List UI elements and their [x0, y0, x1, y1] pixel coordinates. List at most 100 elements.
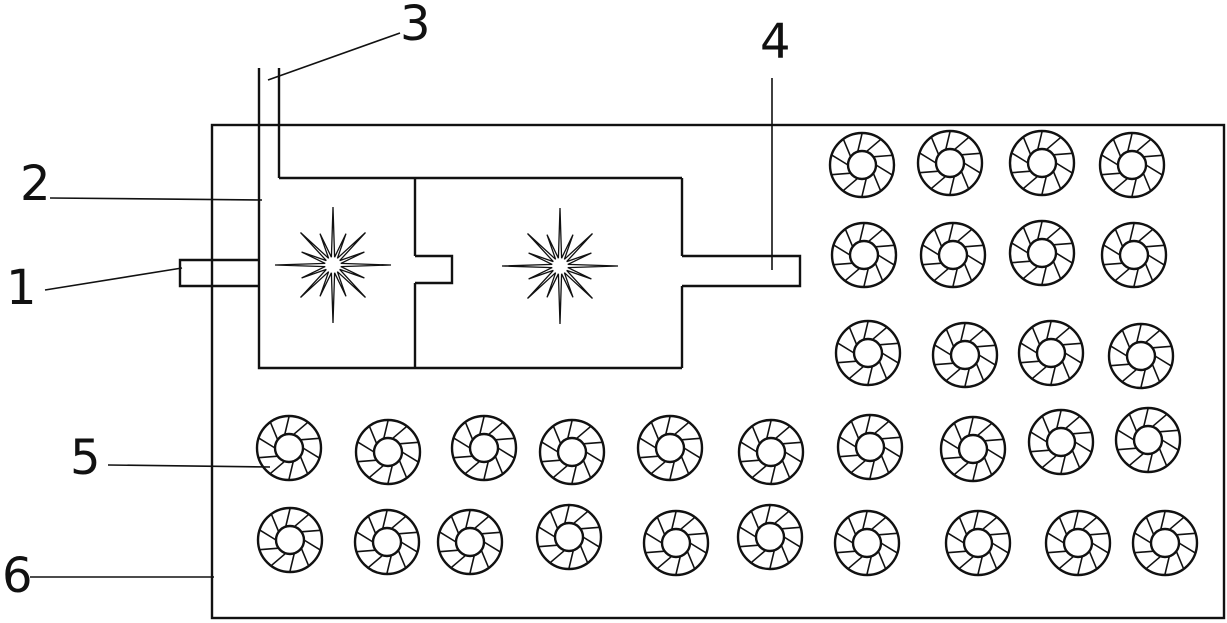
- ring-outer: [916, 129, 984, 197]
- ring-segment: [942, 438, 960, 450]
- ring-segment: [842, 177, 859, 192]
- ring-inner: [1026, 237, 1058, 269]
- segmented-ring-icon: [916, 129, 984, 197]
- ring-segment: [880, 454, 890, 474]
- ring-segment: [1047, 550, 1067, 554]
- ring-segment: [953, 136, 970, 151]
- outlet-channel: [682, 254, 802, 288]
- ring-segment: [579, 544, 589, 564]
- ring-inner: [1026, 147, 1058, 179]
- ring-segment: [930, 136, 940, 156]
- inlet-channel: [178, 258, 259, 288]
- ring-segment: [847, 516, 857, 536]
- ring-segment: [881, 352, 899, 364]
- segmented-ring-icon: [737, 418, 805, 486]
- ring-segment: [497, 447, 515, 459]
- ring-segment: [751, 464, 768, 479]
- ring-segment: [883, 446, 901, 458]
- ring-segment: [879, 342, 899, 346]
- ring-outer: [1098, 131, 1166, 199]
- ring-segment: [880, 542, 898, 554]
- ring-segment: [1151, 413, 1168, 428]
- ring-segment: [1022, 175, 1039, 190]
- ring-segment: [566, 419, 573, 439]
- ring-segment: [1112, 138, 1122, 158]
- ring-segment: [675, 556, 682, 576]
- segmented-ring-icon: [1044, 509, 1112, 577]
- ring-segment: [464, 460, 481, 475]
- ring-segment: [945, 367, 962, 382]
- ring-segment: [837, 342, 855, 354]
- ring-segment: [1137, 228, 1154, 243]
- leader-line-3: [267, 32, 401, 81]
- ring-segment: [398, 459, 408, 479]
- ring-segment: [1011, 242, 1029, 254]
- ring-segment: [873, 420, 890, 435]
- ring-segment: [258, 437, 276, 449]
- ring-segment: [680, 455, 690, 475]
- segmented-ring-icon: [256, 506, 324, 574]
- ring-segment: [1117, 447, 1137, 451]
- ring-segment: [1117, 429, 1135, 441]
- ring-segment: [958, 555, 975, 570]
- ring-inner: [848, 239, 880, 271]
- ring-segment: [864, 414, 871, 434]
- ring-segment: [933, 228, 943, 248]
- ring-segment: [1050, 366, 1057, 386]
- ring-segment: [947, 532, 965, 544]
- ring-inner: [654, 432, 686, 464]
- ring-segment: [549, 549, 566, 564]
- ring-segment: [831, 172, 851, 176]
- ring-outer: [436, 508, 504, 576]
- segmented-ring-icon: [939, 415, 1007, 483]
- ring-inner: [273, 432, 305, 464]
- ring-segment: [299, 455, 309, 475]
- ring-segment: [538, 526, 556, 538]
- ring-inner: [937, 239, 969, 271]
- ring-segment: [386, 555, 393, 575]
- segmented-ring-icon: [1098, 131, 1166, 199]
- ring-segment: [1011, 152, 1029, 164]
- ring-segment: [1168, 516, 1185, 531]
- segmented-ring-icon: [636, 414, 704, 482]
- ring-segment: [664, 415, 671, 435]
- ring-segment: [865, 138, 882, 153]
- ring-segment: [1159, 429, 1179, 433]
- ring-segment: [978, 354, 996, 366]
- ring-outer: [642, 509, 710, 577]
- ring-segment: [284, 507, 291, 527]
- ring-segment: [988, 550, 998, 570]
- ring-segment: [740, 441, 758, 453]
- ring-segment: [538, 544, 558, 548]
- segmented-ring-icon: [535, 503, 603, 571]
- label-4: 4: [760, 14, 791, 70]
- ring-segment: [1145, 244, 1165, 248]
- ring-segment: [293, 513, 310, 528]
- ring-segment: [991, 542, 1009, 554]
- ring-segment: [952, 268, 959, 288]
- ring-segment: [877, 550, 887, 570]
- ring-segment: [837, 360, 857, 364]
- ring-segment: [972, 462, 979, 482]
- ring-segment: [1164, 556, 1171, 576]
- ring-segment: [681, 437, 701, 441]
- ring-segment: [1089, 532, 1109, 536]
- ring-segment: [1020, 342, 1038, 354]
- ring-segment: [1145, 164, 1163, 176]
- ring-segment: [944, 130, 951, 150]
- ring-segment: [964, 244, 984, 248]
- ring-segment: [858, 222, 865, 242]
- ring-segment: [1145, 516, 1155, 536]
- ring-segment: [861, 510, 868, 530]
- ring-segment: [495, 437, 515, 441]
- ring-segment: [750, 510, 760, 530]
- ring-inner: [755, 436, 787, 468]
- eight-point-star-icon: [501, 207, 619, 325]
- ring-segment: [1060, 455, 1067, 475]
- ring-segment: [934, 344, 952, 356]
- ring-segment: [968, 328, 985, 343]
- ring-segment: [1101, 172, 1121, 176]
- ring-segment: [874, 262, 884, 282]
- segmented-ring-icon: [1008, 219, 1076, 287]
